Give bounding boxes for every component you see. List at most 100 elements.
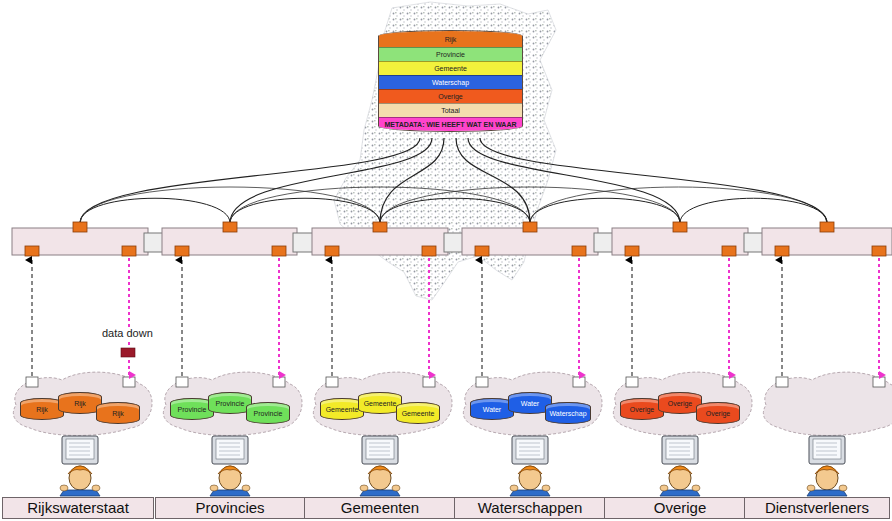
data-packet bbox=[121, 348, 135, 357]
cloud-port bbox=[176, 377, 188, 387]
download-arrow bbox=[428, 258, 430, 375]
screen-line bbox=[369, 443, 390, 444]
cylinder-label: Provincie bbox=[212, 393, 248, 415]
user-head bbox=[519, 466, 541, 490]
screen-line bbox=[69, 451, 90, 452]
download-arrow bbox=[578, 258, 580, 375]
user-head bbox=[69, 466, 91, 490]
screen-line bbox=[519, 451, 540, 452]
user-hair bbox=[518, 466, 542, 474]
upload-arrow bbox=[182, 260, 183, 376]
data-layer: Rijk bbox=[379, 31, 522, 47]
download-arrow bbox=[128, 258, 130, 375]
link-arc bbox=[80, 198, 230, 223]
cloud-port bbox=[573, 377, 585, 387]
database-cylinder: Rijk bbox=[96, 402, 140, 424]
screen-line bbox=[519, 443, 540, 444]
link-arc bbox=[80, 187, 380, 223]
port-square bbox=[272, 246, 286, 256]
bar-joint bbox=[744, 233, 764, 252]
port-square bbox=[775, 246, 789, 256]
link-curve bbox=[468, 138, 680, 223]
cloud-port bbox=[123, 377, 135, 387]
cylinder-label: Provincie bbox=[250, 403, 286, 425]
computer-monitor bbox=[212, 436, 248, 464]
link-arc bbox=[530, 187, 827, 223]
screen-line bbox=[519, 455, 540, 456]
cylinder-label: Provincie bbox=[174, 399, 210, 421]
link-curve bbox=[480, 138, 827, 223]
cylinder-label: Gemeente bbox=[400, 403, 436, 425]
cylinder-label: Gemeente bbox=[324, 399, 360, 421]
organisation-name: Waterschappen bbox=[455, 498, 605, 518]
cylinder-label: Water bbox=[474, 399, 510, 421]
screen-line bbox=[369, 455, 390, 456]
upload-arrow bbox=[782, 260, 783, 376]
screen-line bbox=[669, 443, 690, 444]
computer-monitor bbox=[512, 436, 548, 464]
layout-group bbox=[12, 138, 892, 496]
cloud-port bbox=[273, 377, 285, 387]
cloud-port bbox=[26, 377, 38, 387]
link-curve bbox=[230, 138, 432, 223]
screen-line bbox=[69, 443, 90, 444]
cloud-port bbox=[476, 377, 488, 387]
upload-arrow bbox=[482, 260, 483, 376]
user-hair bbox=[68, 466, 92, 474]
screen-line bbox=[816, 443, 837, 444]
link-curve bbox=[80, 138, 420, 223]
user-hand bbox=[242, 485, 250, 491]
link-arc bbox=[530, 198, 680, 223]
screen-line bbox=[816, 451, 837, 452]
port-square bbox=[820, 222, 834, 232]
port-square bbox=[523, 222, 537, 232]
organisation-label-box: Provincies bbox=[155, 497, 306, 519]
bar-joint bbox=[444, 233, 464, 252]
port-square bbox=[722, 246, 736, 256]
user-hand bbox=[510, 485, 518, 491]
user-head bbox=[219, 466, 241, 490]
user-hand bbox=[839, 485, 847, 491]
upload-arrow bbox=[632, 260, 633, 376]
upload-arrow bbox=[332, 260, 333, 376]
data-layer: Waterschap bbox=[379, 75, 522, 89]
port-square bbox=[73, 222, 87, 232]
screen-line bbox=[219, 455, 240, 456]
network-cloud bbox=[13, 372, 152, 435]
port-square bbox=[325, 246, 339, 256]
screen-line bbox=[69, 447, 90, 448]
link-arc bbox=[380, 198, 530, 223]
network-cloud bbox=[463, 372, 602, 435]
port-square bbox=[475, 246, 489, 256]
arrow-label: data down bbox=[100, 327, 155, 339]
data-layer: Totaal bbox=[379, 103, 522, 117]
screen-line bbox=[669, 455, 690, 456]
port-square bbox=[122, 246, 136, 256]
network-cloud bbox=[613, 372, 752, 435]
user-hair bbox=[368, 466, 392, 474]
port-square bbox=[175, 246, 189, 256]
upload-arrow bbox=[32, 260, 33, 376]
organisation-label-box: Overige bbox=[604, 497, 756, 519]
computer-screen bbox=[516, 439, 544, 459]
download-arrow bbox=[278, 258, 280, 375]
bar-joint bbox=[594, 233, 614, 252]
port-square bbox=[673, 222, 687, 232]
screen-line bbox=[219, 443, 240, 444]
computer-monitor bbox=[809, 436, 845, 464]
database-cylinder: Waterschap bbox=[545, 402, 590, 424]
cloud-port bbox=[423, 377, 435, 387]
link-arc bbox=[680, 198, 827, 223]
cylinder-label: Gemeente bbox=[362, 393, 398, 415]
organisation-label-box: Waterschappen bbox=[454, 497, 606, 519]
download-arrow bbox=[878, 258, 880, 375]
organisation-name: Dienstverleners bbox=[745, 498, 889, 518]
bar-joint bbox=[293, 233, 313, 252]
database-cylinder: RijkProvincieGemeenteWaterschapOverigeTo… bbox=[378, 30, 523, 132]
cloud-port bbox=[326, 377, 338, 387]
user-hand bbox=[542, 485, 550, 491]
cloud-port bbox=[776, 377, 788, 387]
screen-line bbox=[669, 447, 690, 448]
port-square bbox=[223, 222, 237, 232]
